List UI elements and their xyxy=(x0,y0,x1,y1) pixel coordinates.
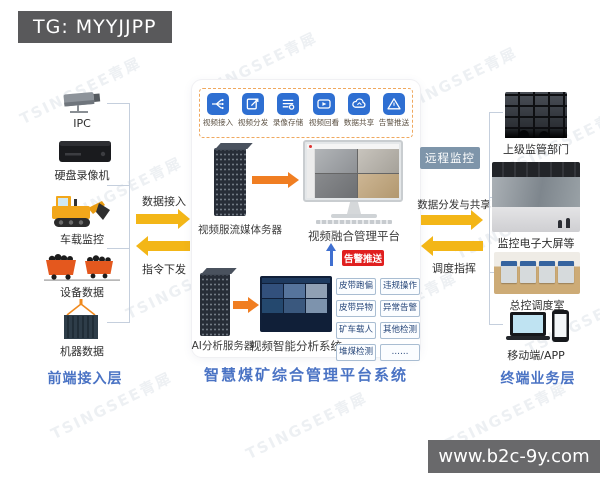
left-bracket-stub xyxy=(107,185,129,186)
right-item-label: 移动端/APP xyxy=(507,349,565,362)
monitor-stand xyxy=(347,202,361,214)
operator-silhouettes xyxy=(505,127,567,138)
analysis-dashboard xyxy=(260,276,332,332)
capability-label: 数据共享 xyxy=(343,118,375,127)
laptop-phone-icon xyxy=(506,310,570,350)
watermark-text: TSINGSEE青犀 xyxy=(242,388,371,464)
capability-alarm-push: 告警推送 xyxy=(377,93,411,128)
left-item-label: 车载监控 xyxy=(60,233,104,246)
detection-tag: 皮带跑偏 xyxy=(336,278,376,295)
telegram-banner: TG: MYYJJPP xyxy=(18,11,172,43)
right-item-label: 总控调度室 xyxy=(509,299,565,312)
right-item-label: 上级监管部门 xyxy=(503,143,569,156)
detection-tag: 堆煤检测 xyxy=(336,344,376,361)
dashboard-header xyxy=(262,278,330,283)
right-bracket-stub xyxy=(489,112,503,113)
capability-data-share: 数据共享 xyxy=(342,93,376,128)
server-to-monitor-arrow xyxy=(252,172,299,188)
monitor-video-grid xyxy=(315,149,399,198)
left-item-label: 机器数据 xyxy=(60,345,104,358)
excavator-icon xyxy=(48,190,112,234)
capability-label: 视频接入 xyxy=(202,118,233,127)
capability-video-distribute: 视频分发 xyxy=(236,93,270,128)
left-bracket-stub xyxy=(107,103,129,104)
container-hook-icon xyxy=(58,298,104,346)
detection-tag: 违规操作 xyxy=(380,278,420,295)
website-banner: www.b2c-9y.com xyxy=(428,440,600,473)
data-share-arrow xyxy=(421,210,483,230)
cctv-camera-icon xyxy=(58,88,106,120)
left-item-label: 设备数据 xyxy=(60,286,104,299)
fusion-platform-label: 视频融合管理平台 xyxy=(308,229,400,243)
capability-video-access: 视频接入 xyxy=(201,93,235,128)
monitor-sidebar xyxy=(307,149,315,198)
capability-label: 告警推送 xyxy=(379,118,410,127)
left-item-label: 硬盘录像机 xyxy=(54,169,110,182)
fusion-platform-monitor xyxy=(303,140,403,202)
capability-video-playback: 视频回看 xyxy=(307,93,341,128)
streaming-server-label: 视频服流媒体务器 xyxy=(198,224,282,236)
mine-carts-icon xyxy=(44,250,120,286)
streaming-server-icon xyxy=(214,148,246,216)
ai-server-icon xyxy=(200,273,230,336)
detection-tag: 其他检测 xyxy=(380,322,420,339)
left-item-label: IPC xyxy=(73,117,91,130)
right-bracket-stub xyxy=(489,324,503,325)
remote-monitoring-badge: 远程监控 xyxy=(420,147,480,169)
server-to-dashboard-arrow xyxy=(233,297,259,313)
data-access-label: 数据接入 xyxy=(142,195,186,208)
detection-tag: 矿车载人 xyxy=(336,322,376,339)
left-bracket-stub xyxy=(107,322,129,323)
right-bracket-line xyxy=(489,112,490,324)
monitor-toolbar xyxy=(307,144,399,149)
terminal-layer-title: 终端业务层 xyxy=(500,371,576,387)
front-access-layer-title: 前端接入层 xyxy=(47,371,123,387)
alarm-push-icon xyxy=(383,93,406,115)
alarm-push-badge: 告警推送 xyxy=(342,250,384,266)
right-item-label: 监控电子大屏等 xyxy=(497,237,575,250)
video-access-icon xyxy=(206,93,229,115)
capability-record-storage: 录像存储 xyxy=(271,93,305,128)
left-bracket-line xyxy=(129,103,130,323)
detection-tag: 皮带异物 xyxy=(336,300,376,317)
video-playback-icon xyxy=(312,93,335,115)
alarm-up-arrow xyxy=(326,243,336,266)
dispatch-room-photo xyxy=(494,252,580,294)
dispatch-command-arrow xyxy=(421,236,483,256)
record-storage-icon xyxy=(277,93,300,115)
left-bracket-stub xyxy=(107,248,129,249)
dashboard-tiles xyxy=(262,284,330,313)
analysis-system-label: 视频智能分析系统 xyxy=(250,339,342,353)
command-dispatch-label: 指令下发 xyxy=(142,263,186,276)
detection-tags: 皮带跑偏 违规操作 皮带异物 异常告警 矿车载人 其他检测 堆煤检测 …… xyxy=(336,278,420,361)
ai-server-label: AI分析服务器 xyxy=(191,340,255,352)
capability-row: 视频接入 视频分发 录像存储 xyxy=(199,88,413,138)
platform-title: 智慧煤矿综合管理平台系统 xyxy=(203,366,408,384)
data-share-icon xyxy=(347,93,370,115)
data-share-label: 数据分发与共享 xyxy=(417,199,491,211)
dispatch-command-label: 调度指挥 xyxy=(432,262,476,275)
dvr-box-icon xyxy=(58,138,112,170)
data-access-arrow xyxy=(136,209,190,229)
detection-tag: 异常告警 xyxy=(380,300,420,317)
control-room-photo xyxy=(492,162,580,232)
command-dispatch-arrow xyxy=(136,236,190,256)
capability-label: 视频回看 xyxy=(308,118,339,127)
capability-label: 视频分发 xyxy=(237,118,269,127)
monitor-base xyxy=(331,214,377,218)
video-wall-photo xyxy=(505,92,567,138)
capability-label: 录像存储 xyxy=(273,118,304,127)
detection-tag: …… xyxy=(380,344,420,361)
keyboard-icon xyxy=(316,220,392,224)
video-distribute-icon xyxy=(241,93,264,115)
